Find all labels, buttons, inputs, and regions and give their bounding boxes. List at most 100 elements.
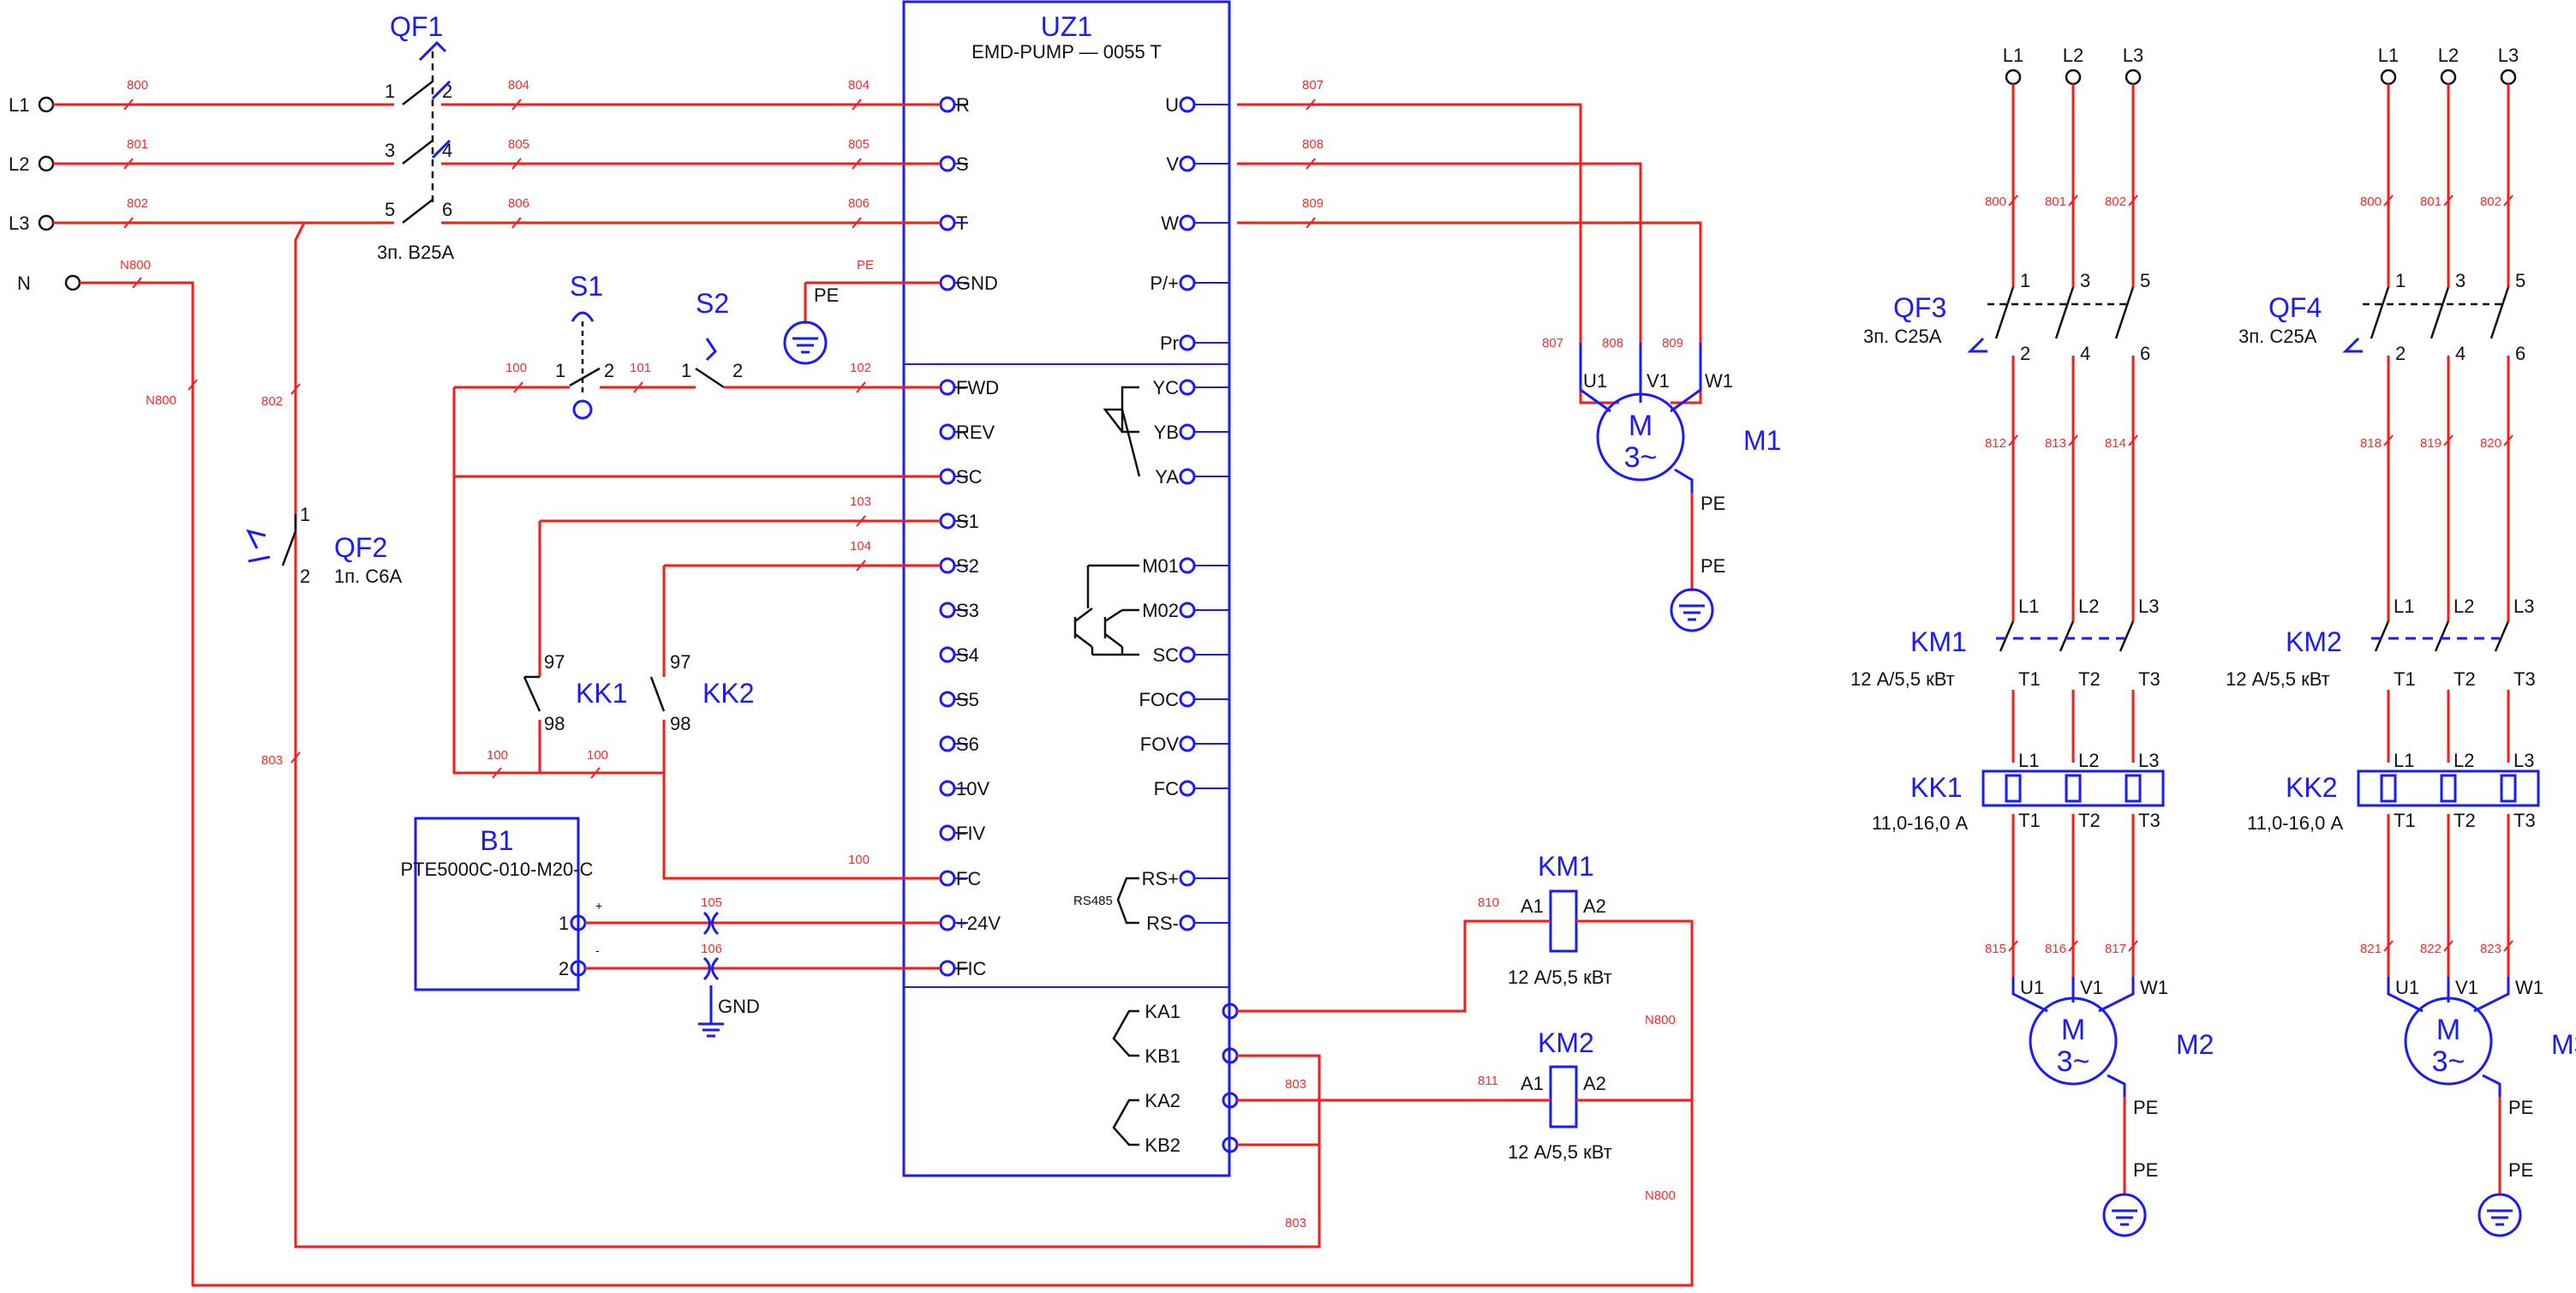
uz1-terminal-label: M02: [1142, 600, 1179, 621]
rs485-label: RS485: [1073, 894, 1113, 908]
svg-text:807: 807: [1542, 336, 1563, 350]
uz1-terminal-fc: [1179, 780, 1196, 797]
phase-terminal: [2065, 69, 2082, 86]
uz1-terminal-rs: [1179, 914, 1196, 931]
qf1-circuit-breaker: QF1 3п. B25A 1 2 3 4 5 6: [377, 11, 455, 263]
l1-label: L1: [9, 94, 29, 116]
svg-text:808: 808: [1302, 137, 1324, 152]
svg-text:2: 2: [604, 360, 614, 381]
phase-label: L1: [2378, 45, 2399, 66]
qf2-label: QF2: [334, 532, 387, 563]
uz1-terminal-label: P/+: [1150, 272, 1179, 294]
svg-text:803: 803: [261, 753, 283, 768]
svg-text:806: 806: [848, 196, 870, 211]
ground-icon: [2477, 1193, 2522, 1237]
svg-text:PE: PE: [814, 284, 839, 306]
uz1-terminal-label: S4: [956, 644, 979, 666]
svg-text:811: 811: [1478, 1074, 1498, 1088]
breaker-pin: 6: [2140, 343, 2150, 364]
svg-text:M: M: [1629, 410, 1653, 442]
motor-pin: W1: [2140, 977, 2168, 998]
svg-text:101: 101: [630, 361, 651, 375]
uz1-terminal-fc: [939, 870, 956, 887]
uz1-left-terminals: RSTGNDFWDREVSCS1S2S3S4S5S610VFIVFC+24VFI…: [939, 94, 1001, 979]
uz1-terminal-label: Pr: [1160, 332, 1179, 354]
svg-text:804: 804: [508, 78, 529, 93]
svg-text:N800: N800: [1645, 1188, 1676, 1203]
svg-text:W1: W1: [1705, 370, 1733, 392]
svg-text:803: 803: [1285, 1216, 1306, 1230]
wire-number: 802: [2105, 195, 2126, 209]
km2-label: KM2: [1538, 1027, 1594, 1058]
uz1-terminal-label: U: [1165, 94, 1179, 116]
uz1-terminal-s: [939, 155, 956, 172]
wire-number: 816: [2045, 942, 2066, 956]
svg-text:V1: V1: [1647, 370, 1670, 392]
svg-text:3: 3: [385, 140, 395, 161]
power-wires: [53, 99, 1702, 1287]
wire-number: 800: [1985, 195, 2006, 209]
uz1-terminal-foc: [1179, 691, 1196, 708]
thermal-element: [2065, 774, 2082, 803]
n-label: N: [17, 272, 31, 294]
svg-text:105: 105: [701, 895, 722, 910]
pe-label: PE: [2133, 1097, 2158, 1118]
km1-rating: 12 А/5,5 кВт: [1508, 967, 1612, 988]
wire-numbers-main: 800 801 802 804 805 806 804 805 806 807 …: [120, 78, 1683, 768]
svg-text:GND: GND: [718, 996, 760, 1017]
svg-text:PE: PE: [1700, 555, 1725, 577]
motor-symbol: M: [2436, 1014, 2460, 1046]
motor-phase: 3~: [2432, 1045, 2465, 1078]
b1-pressure-sensor: B1 PTE5000C-010-M20-C 1 2 + - GND 105 10…: [401, 817, 941, 1038]
uz1-terminal-v: [1179, 155, 1196, 172]
thermal-element: [2440, 774, 2457, 803]
s2-label: S2: [696, 288, 729, 319]
svg-text:100: 100: [505, 361, 527, 375]
svg-text:1: 1: [300, 504, 310, 525]
uz1-terminal-label: GND: [956, 272, 998, 294]
svg-text:805: 805: [508, 137, 529, 152]
pe-label: PE: [2133, 1159, 2158, 1181]
uz1-terminal-s6: [939, 735, 956, 752]
svg-text:A2: A2: [1583, 1073, 1606, 1094]
wire-number: 822: [2420, 942, 2442, 956]
s1-label: S1: [570, 271, 603, 302]
relay-pin: L2: [2453, 750, 2474, 771]
contactor-pin: L1: [2394, 596, 2414, 617]
pe-label: PE: [2508, 1159, 2533, 1181]
uz1-terminal-label: KA1: [1145, 1001, 1180, 1022]
svg-text:PE: PE: [1700, 493, 1725, 514]
svg-text:800: 800: [127, 78, 148, 93]
motor-pin: U1: [2395, 977, 2419, 998]
qf1-label: QF1: [390, 11, 443, 42]
uz1-terminal-s3: [939, 602, 956, 619]
l3-terminal: [38, 214, 55, 231]
b1-label: B1: [480, 825, 513, 856]
svg-text:A1: A1: [1521, 1073, 1544, 1094]
uz1-terminal-label: FOV: [1140, 733, 1180, 755]
contactor-pin: L1: [2018, 596, 2039, 617]
thermal-relay-rating: 11,0-16,0 А: [2247, 812, 2343, 834]
motor-circle: [2404, 997, 2493, 1086]
contactor-pin: T1: [2394, 668, 2416, 690]
breaker-pin: 5: [2515, 270, 2525, 291]
uz1-terminal-label: FOC: [1139, 689, 1180, 710]
svg-text:97: 97: [544, 651, 565, 673]
relay-contact-symbol: [1121, 386, 1139, 434]
wire-number: 823: [2480, 942, 2501, 956]
relay-pin: L3: [2513, 750, 2534, 771]
svg-text:98: 98: [544, 713, 565, 734]
control-wiring: 100 101 102 103 104 100 100 100: [452, 361, 941, 880]
pe-label: PE: [2508, 1097, 2533, 1118]
main-schematic: UZ1 EMD-PUMP — 0055 T RSTGNDFWDREVSCS1S2…: [9, 0, 1781, 1287]
uz1-terminal-24v: [939, 914, 956, 931]
breaker-pin: 3: [2455, 270, 2465, 291]
uz1-terminal-u: [1179, 96, 1196, 113]
m1-label: M1: [1743, 425, 1781, 456]
phase-terminal: [2500, 69, 2517, 86]
uz1-terminal-fiv: [939, 824, 956, 841]
kk1-contact: KK1 97 98: [523, 651, 627, 734]
thermal-element: [2005, 774, 2022, 803]
qf2-rating: 1п. C6A: [334, 566, 402, 587]
uz1-terminal-s2: [939, 557, 956, 574]
